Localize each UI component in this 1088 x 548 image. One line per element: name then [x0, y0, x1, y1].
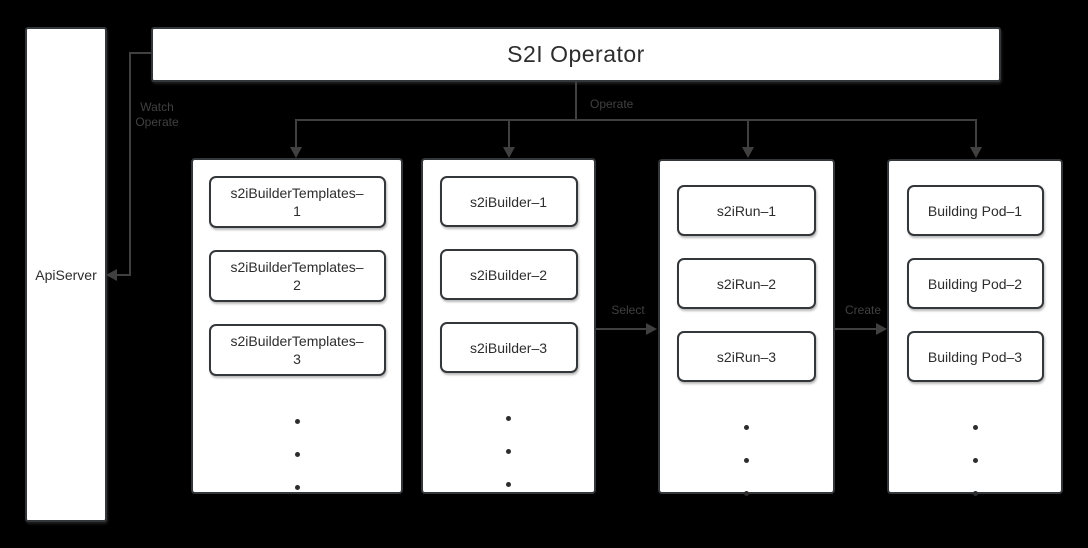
s2ibuildertemplates-2-node: s2iBuilderTemplates– 2 — [208, 250, 386, 302]
ellipsis-dots — [506, 416, 511, 487]
operate-drop-1 — [295, 119, 297, 149]
s2i-operator-label: S2I Operator — [507, 41, 645, 67]
operate-drop-4 — [975, 119, 977, 149]
dot — [294, 419, 300, 424]
s2i-operator-node: S2I Operator — [151, 27, 1001, 82]
building-pod-column: Building Pod–1 Building Pod–2 Building P… — [887, 159, 1063, 496]
s2irun-2-node: s2iRun–2 — [677, 258, 816, 309]
create-connector — [835, 328, 877, 330]
s2ibuilder-3-node: s2iBuilder–3 — [439, 322, 578, 373]
operate-arrowhead-4-icon — [970, 147, 982, 158]
select-arrowhead-icon — [646, 323, 657, 335]
s2ibuilder-2-node: s2iBuilder–2 — [439, 249, 578, 300]
building-pod-1-node: Building Pod–1 — [906, 185, 1044, 236]
ellipsis-dots — [972, 425, 978, 496]
watch-connector-vertical-segment — [129, 52, 131, 276]
dot — [744, 491, 749, 496]
dot — [294, 452, 300, 457]
dot — [294, 485, 300, 490]
s2ibuildertemplates-1-node: s2iBuilderTemplates– 1 — [208, 176, 386, 228]
building-pod-3-node: Building Pod–3 — [906, 331, 1044, 382]
dot — [506, 416, 511, 421]
dot — [744, 425, 749, 430]
s2irun-1-node: s2iRun–1 — [677, 185, 816, 236]
select-connector — [596, 328, 647, 330]
dot — [972, 491, 978, 496]
operate-arrowhead-3-icon — [742, 147, 754, 158]
operate-drop-3 — [747, 119, 749, 149]
watch-connector-bottom-segment — [115, 274, 131, 276]
s2ibuilder-1-node: s2iBuilder–1 — [439, 176, 578, 227]
dot — [506, 482, 511, 487]
ellipsis-dots — [294, 419, 300, 490]
watch-operate-edge-label: Watch Operate — [135, 100, 179, 129]
apiserver-label: ApiServer — [35, 266, 97, 283]
dot — [744, 458, 749, 463]
s2irun-column: s2iRun–1 s2iRun–2 s2iRun–3 — [658, 159, 835, 496]
watch-connector-top-segment — [130, 52, 151, 54]
select-edge-label: Select — [611, 303, 645, 317]
operate-connector-bus — [295, 119, 977, 121]
operate-drop-2 — [508, 119, 510, 149]
s2irun-3-node: s2iRun–3 — [677, 331, 816, 382]
dot — [972, 458, 978, 463]
s2ibuildertemplates-column: s2iBuilderTemplates– 1 s2iBuilderTemplat… — [191, 158, 403, 494]
dot — [972, 425, 978, 430]
apiserver-node: ApiServer — [25, 27, 107, 522]
s2ibuilder-column: s2iBuilder–1 s2iBuilder–2 s2iBuilder–3 — [421, 158, 596, 494]
s2ibuildertemplates-3-node: s2iBuilderTemplates– 3 — [208, 324, 386, 376]
dot — [506, 449, 511, 454]
create-edge-label: Create — [844, 303, 882, 317]
create-arrowhead-icon — [876, 323, 887, 335]
operate-edge-label: Operate — [590, 97, 634, 111]
watch-arrowhead-icon — [106, 269, 117, 281]
operate-connector-stem — [575, 82, 577, 121]
building-pod-2-node: Building Pod–2 — [906, 258, 1044, 309]
ellipsis-dots — [744, 425, 749, 496]
operate-arrowhead-1-icon — [290, 147, 302, 158]
operate-arrowhead-2-icon — [503, 147, 515, 158]
